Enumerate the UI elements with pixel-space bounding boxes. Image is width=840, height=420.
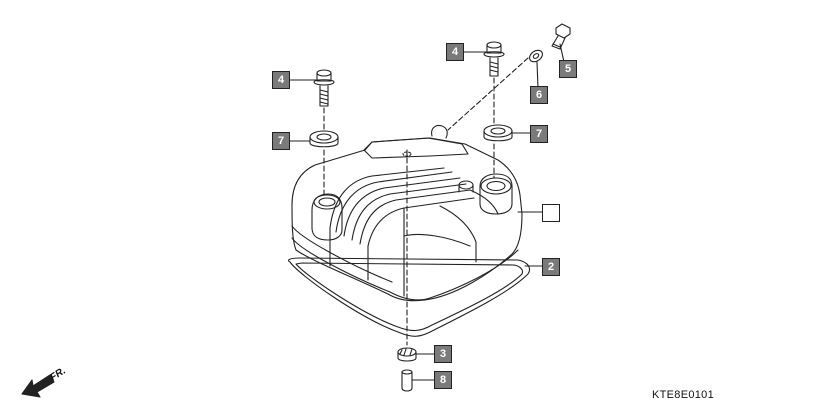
callout-3: 3: [434, 345, 452, 363]
diagram-code: KTE8E0101: [652, 389, 715, 401]
grommet-left: [309, 130, 339, 148]
front-direction-arrow-icon: [21, 374, 55, 398]
washer-6: [529, 49, 543, 63]
callout-2: 2: [542, 258, 560, 276]
callout-4-right: 4: [446, 43, 464, 61]
callout-6: 6: [530, 86, 548, 104]
assembly-lines: [323, 57, 529, 346]
seal-3: [397, 347, 417, 362]
callout-7-left: 7: [272, 132, 290, 150]
cylinder-head-cover: [291, 124, 523, 302]
callout-7-right: 7: [530, 125, 548, 143]
grommet-right: [483, 124, 513, 142]
callout-1-empty: [542, 204, 560, 222]
bolt-left: [313, 69, 335, 107]
dowel-pin-8: [401, 369, 413, 392]
callout-8: 8: [434, 371, 452, 389]
leader-lines: [289, 43, 565, 381]
cylinder-head-cover-gasket: [287, 257, 531, 337]
bolt-right: [483, 41, 505, 77]
bolt-5: [551, 23, 571, 50]
callout-5: 5: [559, 60, 577, 78]
callout-4-left: 4: [272, 71, 290, 89]
